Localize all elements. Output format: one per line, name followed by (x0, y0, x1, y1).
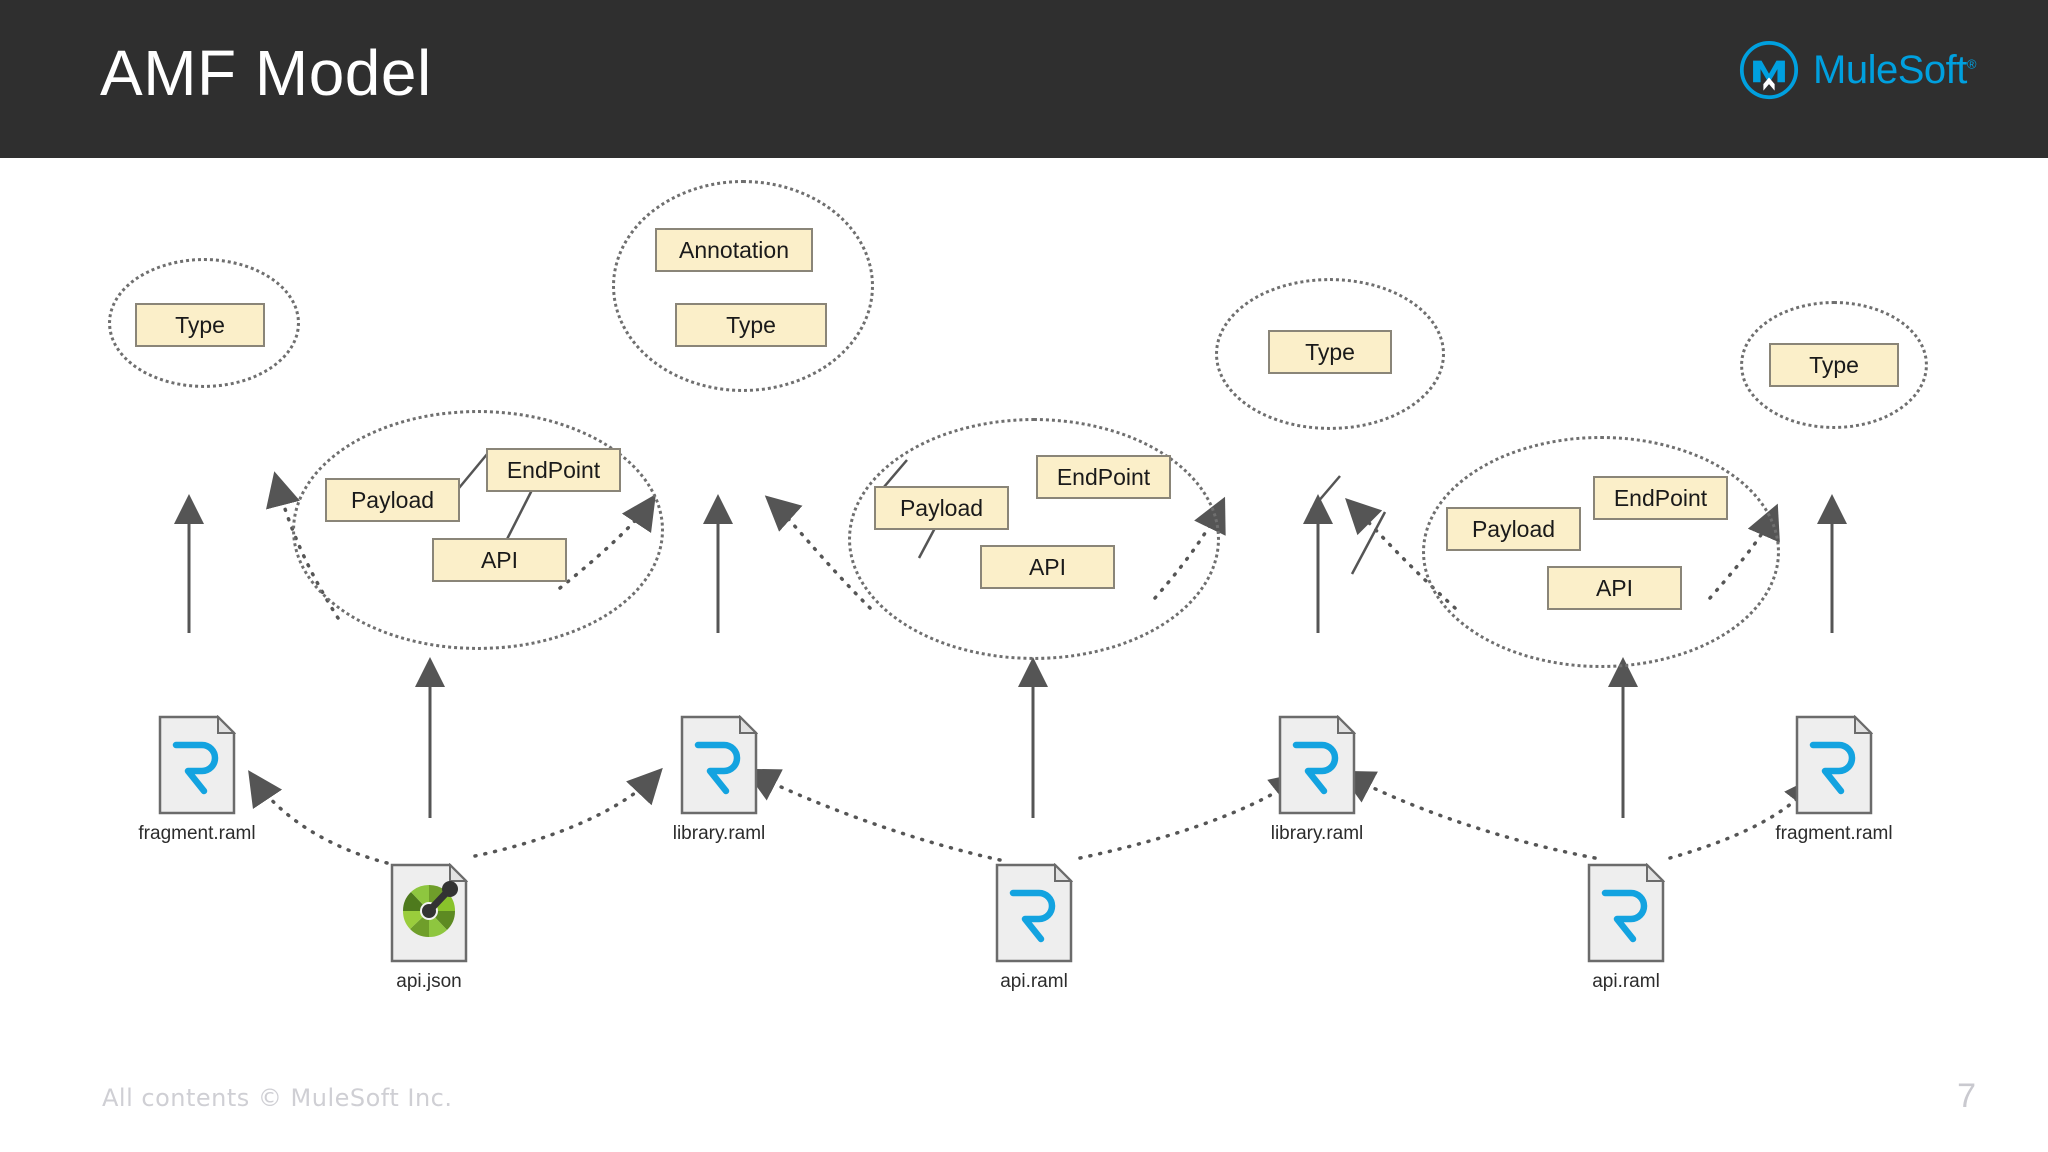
raml-file-icon (995, 863, 1073, 963)
page-title: AMF Model (100, 37, 432, 109)
group-fragment-raml-right-model (1740, 301, 1928, 429)
file-label: library.raml (1270, 823, 1364, 844)
swagger-file-icon (390, 863, 468, 963)
file-label: api.raml (1000, 971, 1068, 992)
file-api-json[interactable]: api.json (390, 863, 468, 992)
node-payload[interactable]: Payload (874, 486, 1009, 530)
file-library-raml-right[interactable]: library.raml (1271, 715, 1363, 844)
node-type[interactable]: Type (1268, 330, 1392, 374)
node-payload[interactable]: Payload (325, 478, 460, 522)
file-library-raml-left[interactable]: library.raml (673, 715, 765, 844)
file-api-raml-center[interactable]: api.raml (995, 863, 1073, 992)
group-library-raml-right-model (1215, 278, 1445, 430)
file-label: fragment.raml (138, 823, 256, 844)
raml-file-icon (1278, 715, 1356, 815)
group-api-json-model (292, 410, 664, 650)
file-label: api.raml (1592, 971, 1660, 992)
file-api-raml-right[interactable]: api.raml (1587, 863, 1665, 992)
copyright-note: All contents © MuleSoft Inc. (102, 1084, 453, 1112)
file-label: api.json (396, 971, 462, 992)
raml-file-icon (1795, 715, 1873, 815)
node-annotation[interactable]: Annotation (655, 228, 813, 272)
node-api[interactable]: API (1547, 566, 1682, 610)
mulesoft-logo: MuleSoft® (1739, 40, 1977, 100)
node-endpoint[interactable]: EndPoint (1036, 455, 1171, 499)
diagram-canvas: Type Payload EndPoint API Annotation Typ… (0, 158, 2048, 1152)
raml-file-icon (680, 715, 758, 815)
node-type[interactable]: Type (675, 303, 827, 347)
group-api-raml-center-model (848, 418, 1220, 660)
mulesoft-wordmark: MuleSoft® (1813, 47, 1977, 92)
node-endpoint[interactable]: EndPoint (1593, 476, 1728, 520)
group-fragment-raml-left-model (108, 258, 300, 388)
node-endpoint[interactable]: EndPoint (486, 448, 621, 492)
file-fragment-raml-right[interactable]: fragment.raml (1775, 715, 1893, 844)
group-library-raml-left-model (612, 180, 874, 392)
file-fragment-raml-left[interactable]: fragment.raml (138, 715, 256, 844)
node-api[interactable]: API (980, 545, 1115, 589)
page-number: 7 (1957, 1077, 1976, 1115)
slide-header: AMF Model MuleSoft® (0, 0, 2048, 158)
raml-file-icon (1587, 863, 1665, 963)
trademark-symbol: ® (1966, 56, 1977, 72)
file-label: library.raml (672, 823, 766, 844)
raml-file-icon (158, 715, 236, 815)
node-type[interactable]: Type (135, 303, 265, 347)
mulesoft-mark-icon (1739, 40, 1799, 100)
node-api[interactable]: API (432, 538, 567, 582)
node-type[interactable]: Type (1769, 343, 1899, 387)
file-label: fragment.raml (1775, 823, 1893, 844)
group-api-raml-right-model (1422, 436, 1780, 668)
node-payload[interactable]: Payload (1446, 507, 1581, 551)
